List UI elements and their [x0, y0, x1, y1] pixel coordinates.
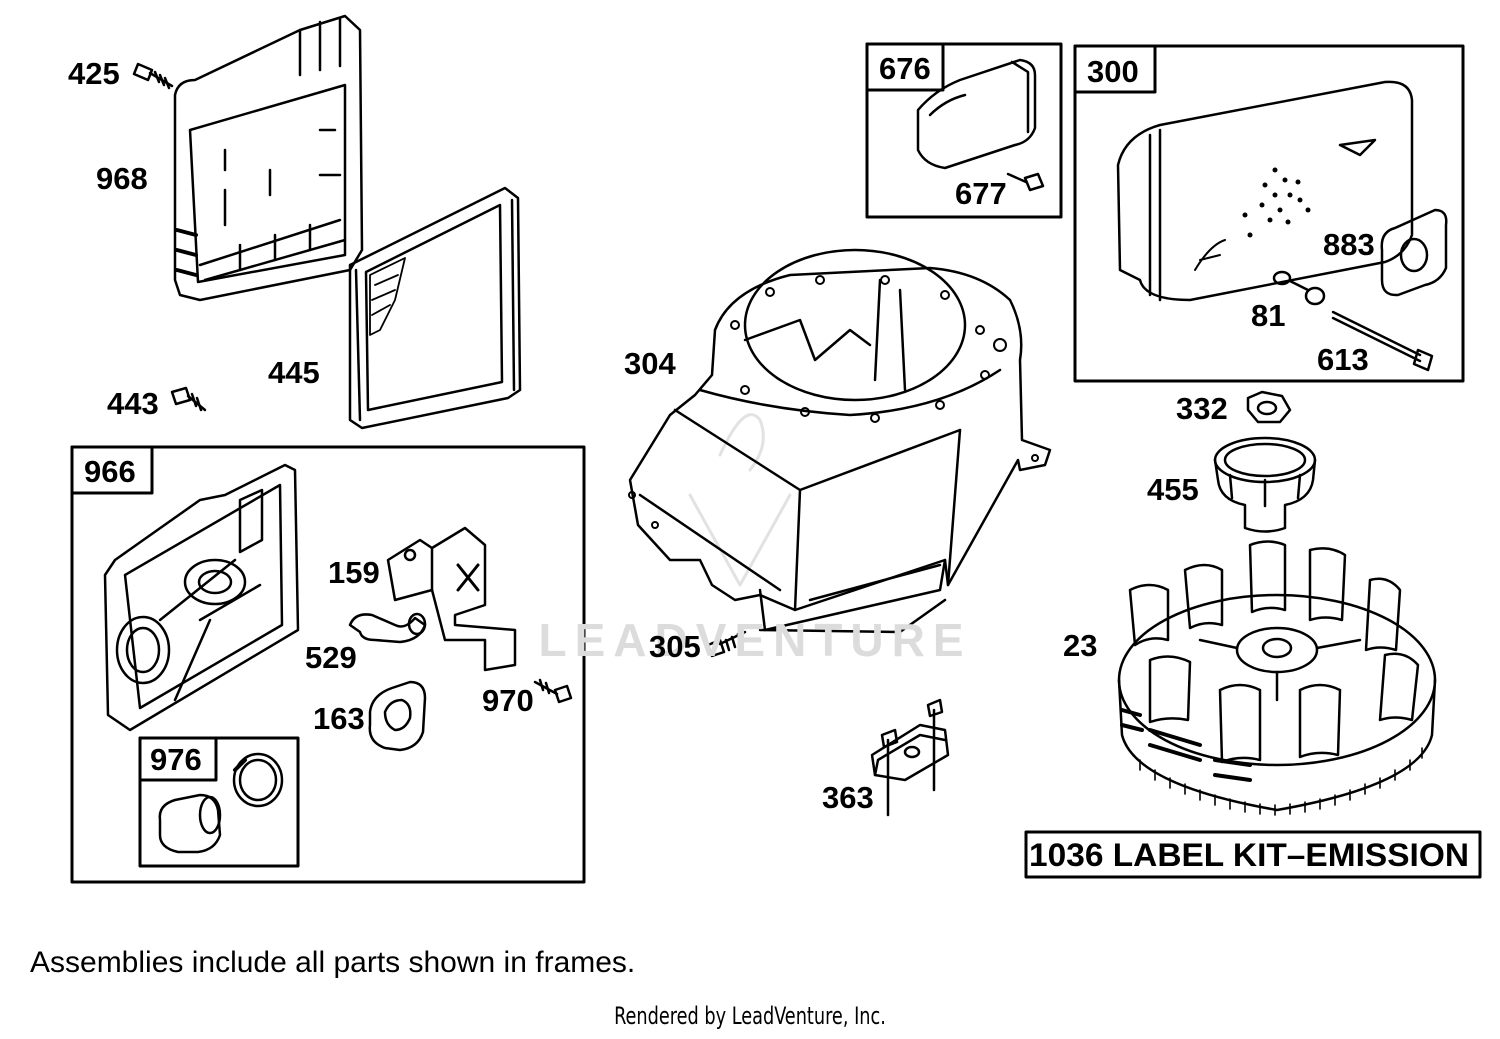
frame-300-tag — [1073, 44, 1157, 94]
air-cleaner-base-966-part — [103, 463, 300, 732]
muffler-300-part — [1116, 80, 1414, 302]
frame-676-label: 676 — [879, 51, 931, 86]
callout-968: 968 — [96, 161, 148, 196]
kit-label-box — [1024, 830, 1482, 879]
air-filter-445-part — [348, 186, 522, 430]
starter-cup-455-part — [1213, 436, 1317, 533]
bracket-159-part — [386, 526, 517, 672]
callout-883: 883 — [1323, 227, 1375, 262]
callout-81: 81 — [1251, 298, 1285, 333]
callout-305: 305 — [649, 629, 701, 664]
screw-305-part — [706, 630, 747, 658]
armature-bracket-363-part — [870, 698, 950, 817]
callout-970: 970 — [482, 683, 534, 718]
exhaust-deflector-676-part — [916, 58, 1037, 170]
callout-332: 332 — [1176, 391, 1228, 426]
assemblies-note: Assemblies include all parts shown in fr… — [30, 946, 636, 979]
callout-455: 455 — [1147, 472, 1199, 507]
lockwasher-81-part — [1272, 270, 1326, 306]
callout-163: 163 — [313, 701, 365, 736]
blower-housing-304-part — [628, 248, 1052, 634]
callout-304: 304 — [624, 346, 676, 381]
clamp-976-part — [232, 752, 284, 808]
screw-677-part — [1006, 172, 1045, 192]
bolt-613-part — [1331, 310, 1434, 372]
callout-677: 677 — [955, 176, 1007, 211]
frame-966-box — [70, 445, 586, 884]
kit-label-text: 1036 LABEL KIT–EMISSION — [1029, 837, 1469, 873]
frame-300-box — [1073, 44, 1465, 383]
watermark-text: LEADVENTURE — [538, 614, 971, 666]
callout-159: 159 — [328, 555, 380, 590]
frame-976-label: 976 — [150, 742, 202, 777]
frame-976-box — [138, 736, 300, 868]
pre-cleaner-976-part — [158, 793, 222, 854]
callout-613: 613 — [1317, 342, 1369, 377]
breather-tube-529-part — [348, 612, 427, 644]
frame-676-box — [865, 42, 1063, 219]
screw-425-part — [132, 62, 174, 90]
callout-445: 445 — [268, 355, 320, 390]
flywheel-23-part — [1117, 540, 1437, 812]
callout-425: 425 — [68, 56, 120, 91]
gasket-883-part — [1380, 208, 1448, 297]
frame-676-tag — [865, 42, 945, 92]
frame-300-label: 300 — [1087, 54, 1139, 89]
screw-970-part — [533, 678, 573, 704]
flywheel-ring-gear-teeth — [1139, 747, 1423, 816]
callout-23: 23 — [1063, 628, 1097, 663]
air-cleaner-base-part — [173, 14, 364, 302]
render-credit: Rendered by LeadVenture, Inc. — [614, 1002, 886, 1030]
blower-housing-bolt-holes — [628, 275, 1039, 529]
frame-966-tag — [70, 445, 154, 495]
callout-529: 529 — [305, 640, 357, 675]
muffler-vent-dots — [1242, 167, 1311, 238]
callout-363: 363 — [822, 780, 874, 815]
watermark-logo — [688, 413, 792, 587]
screw-443-part — [170, 386, 207, 412]
gasket-163-part — [368, 680, 427, 752]
frame-976-tag — [138, 736, 218, 782]
frame-966-label: 966 — [84, 454, 136, 489]
callout-443: 443 — [107, 386, 159, 421]
nut-332-part — [1246, 390, 1292, 424]
